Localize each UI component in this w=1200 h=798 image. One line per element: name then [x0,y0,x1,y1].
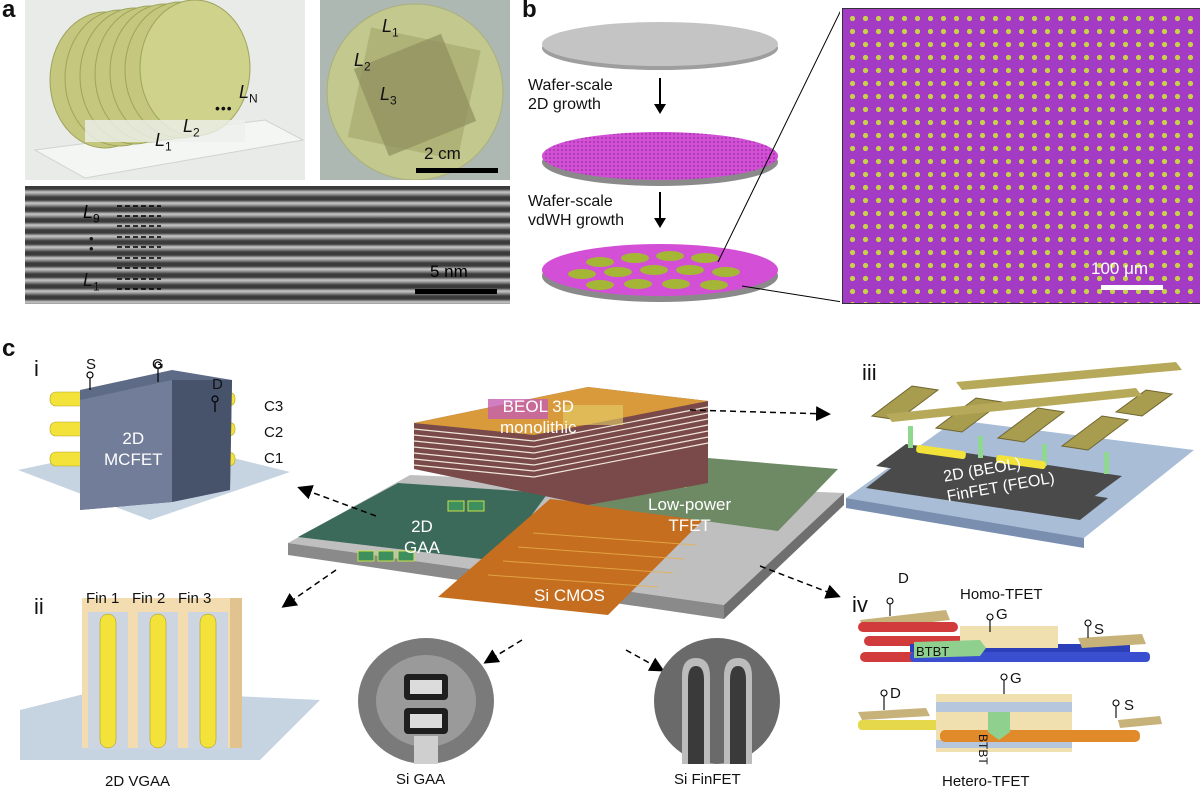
panel-b-letter: b [522,0,537,23]
stack-label-l1: L1 [155,130,172,154]
hetero-tfet-label: Hetero-TFET [942,773,1030,790]
cmos-lines [487,532,697,588]
beol-stack [413,387,709,505]
chip-base-side [724,493,844,619]
stack-label-ln: LN [239,82,258,106]
tem-label-l9: L9 [83,202,100,226]
zoom-line-bottom [741,285,840,303]
mcfet-channel-c2: C2 [264,424,284,441]
stack-label-l2: L2 [183,116,200,140]
iii-vias [908,426,1109,474]
process-arrow-2-head [654,218,666,228]
vgaa-atoms [99,613,217,749]
sub-ii-label: ii [34,594,44,619]
homo-btbt-arrow [914,640,986,658]
wafer-stack-photo: L1 L2 ••• LN [25,0,305,180]
tem-cross-section: L9 • • L1 5 nm [25,186,510,304]
tfet-probes [880,597,1120,718]
mcfet-illustration [18,361,290,520]
process-arrow-1-head [654,104,666,114]
step-1-label: Wafer-scale 2D growth [528,77,613,113]
hetero-tfet [858,694,1162,752]
mcfet-gate-front [80,380,172,510]
fin-3-label: Fin 3 [178,590,212,607]
tem-layer-markers [117,205,161,290]
island-array-micrograph: 100 μm [842,8,1200,304]
mcfet-probes [86,361,219,412]
growth-process-diagram [542,10,840,303]
panel-a-letter: a [2,0,16,23]
panel-c-letter: c [2,335,16,362]
micrograph-scale-bar [1101,285,1163,290]
mcfet-terminal-g: G [152,356,164,373]
hetero-btbt-label: BTBT [976,734,990,765]
mcfet-terminal-s: S [86,356,97,373]
iii-2d-channels [916,444,1046,470]
si-gaa-caption: Si GAA [396,771,446,788]
homo-terminal-g: G [996,606,1008,623]
hetero-btbt-arrow [988,712,1010,740]
hetero-terminal-s: S [1124,697,1135,714]
chip-label-gaa: 2D GAA [404,517,440,557]
wafer-scale-bar [416,168,498,173]
chip-label-tfet: Low-power TFET [648,495,732,535]
iii-feol-fins [866,444,1122,520]
homo-btbt-label: BTBT [916,644,950,659]
wafer-label-l1: L1 [382,16,399,40]
si-finfet-tem [654,638,780,764]
tem-scale-bar [415,289,497,294]
homo-terminal-d: D [898,570,909,587]
fin-1-label: Fin 1 [86,590,120,607]
tem-label-l1: L1 [83,270,100,294]
mcfet-label: 2D MCFET [104,429,163,469]
central-chip-illustration [288,387,844,619]
mcfet-channel-c3: C3 [264,398,284,415]
sub-i-label: i [34,356,39,381]
micrograph-scale-text: 100 μm [1091,259,1149,278]
iii-crossbars [886,362,1182,422]
homo-tfet [858,610,1150,662]
bare-wafer [542,22,778,66]
tfet-illustration [858,597,1162,752]
si-gaa-tem [358,638,494,764]
vgaa-illustration [20,598,320,760]
stacked-wafer-photo: L1 L2 L3 2 cm [320,0,510,180]
tem-label-dots: • • [89,231,94,256]
sub-iv-label: iv [852,592,868,617]
stacked-wafer-image [326,3,504,180]
step-2-label: Wafer-scale vdWH growth [528,193,625,229]
sub-iii-label: iii [862,360,877,385]
vgaa-caption: 2D VGAA [105,773,171,790]
gaa-block [298,483,548,561]
homo-tfet-label: Homo-TFET [960,586,1043,603]
chip-label-beol: BEOL 3D monolithic [500,397,577,437]
hetero-terminal-d: D [890,685,901,702]
mcfet-gate-side [172,380,232,502]
cmos-block [438,499,708,615]
stack-label-dots: ••• [215,100,233,116]
beol-finfet-illustration [846,362,1194,548]
gaa-cells [357,500,485,562]
mcfet-channel-c1: C1 [264,450,284,467]
fin-2-label: Fin 2 [132,590,166,607]
homo-terminal-s: S [1094,621,1105,638]
mcfet-terminal-d: D [212,376,223,393]
chip-label-cmos: Si CMOS [534,586,605,605]
wafer-label-l3: L3 [380,84,397,108]
zoom-line-top [717,10,840,263]
wafer-scale-text: 2 cm [424,144,461,163]
hetero-terminal-g: G [1010,670,1022,687]
wafer-label-l2: L2 [354,50,371,74]
wafer-stack-image [25,0,305,180]
si-finfet-caption: Si FinFET [674,771,741,788]
vdwh-islands [568,251,740,290]
tem-scale-text: 5 nm [430,262,468,281]
